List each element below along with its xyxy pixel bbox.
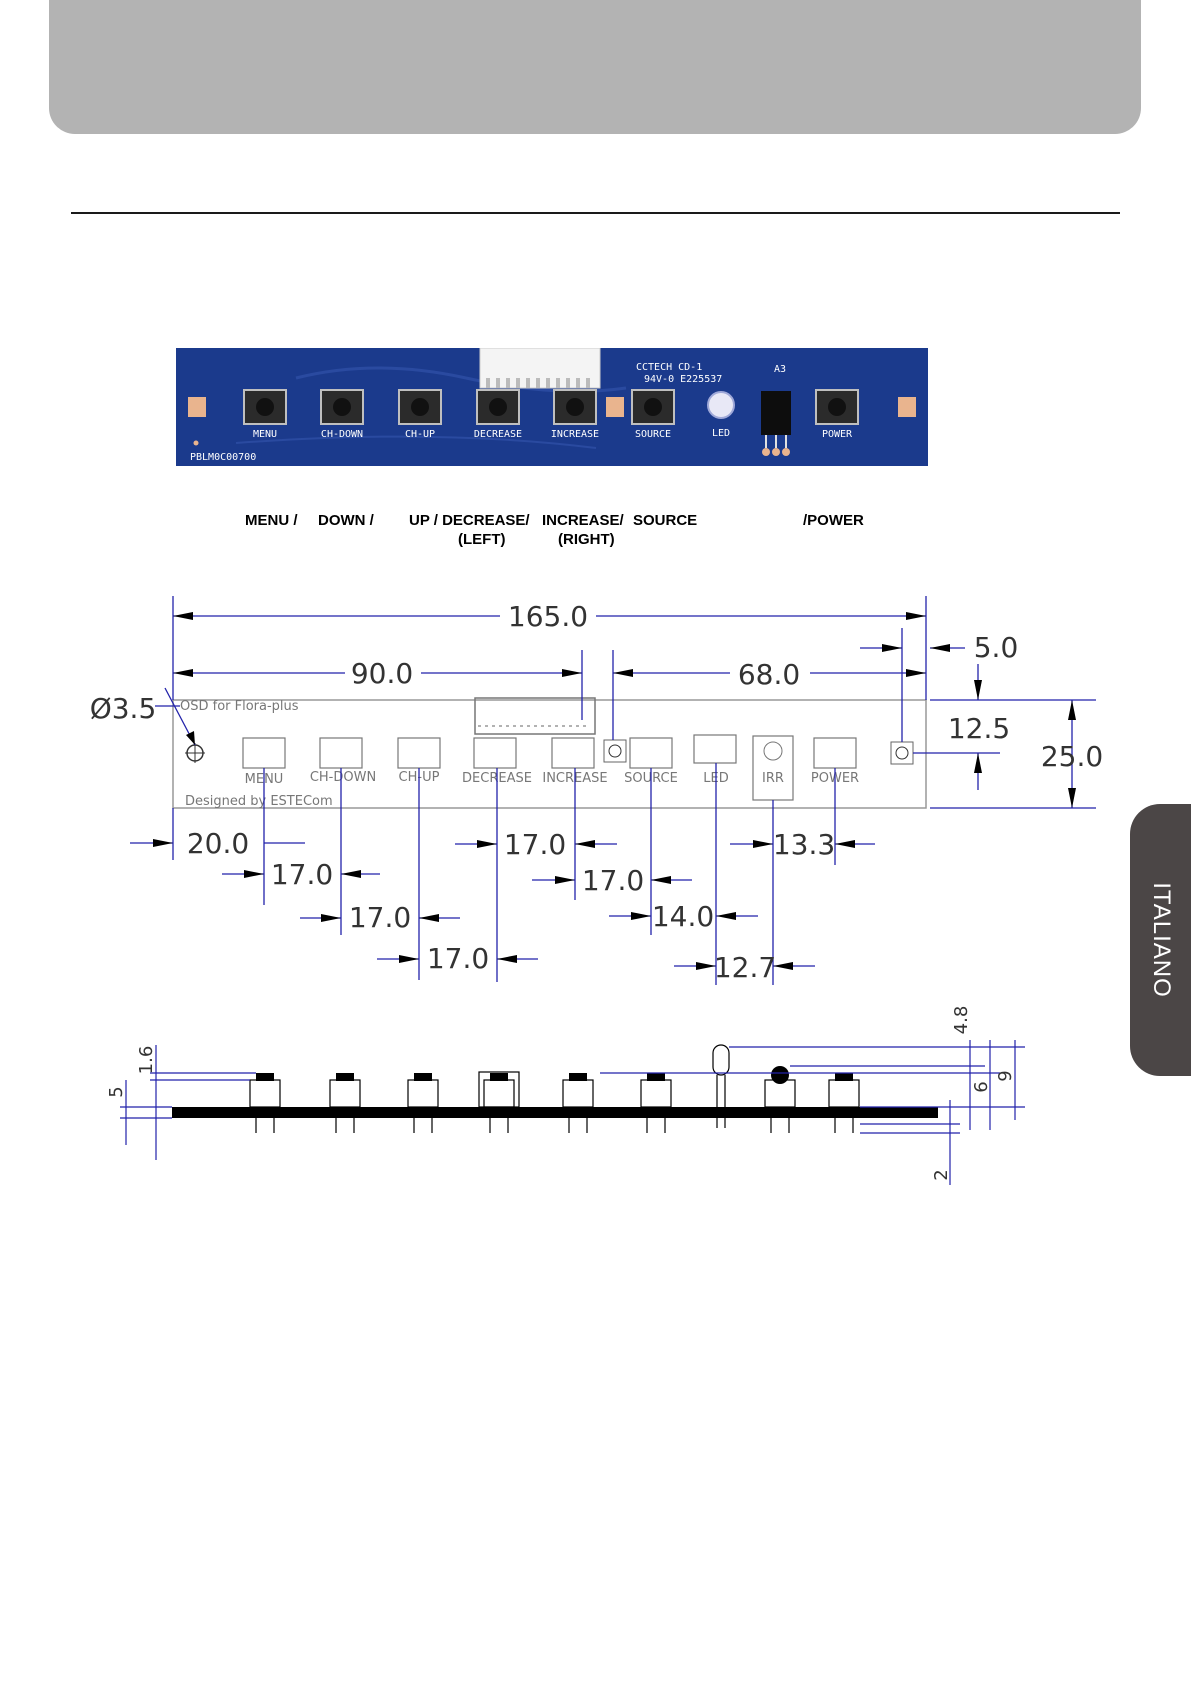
- dim-165: 165.0: [508, 600, 588, 633]
- label-increase: INCREASE/: [542, 512, 624, 529]
- silk-label: CH-DOWN: [310, 770, 376, 785]
- label-power: /POWER: [803, 512, 864, 529]
- silk-label: MENU: [253, 429, 277, 440]
- side-view-drawing: 1.6 5 4.8 6 9 2: [106, 1006, 1025, 1185]
- part-number: PBLM0C00700: [190, 452, 256, 463]
- label-source: SOURCE: [633, 512, 698, 529]
- board-outline: [172, 699, 927, 809]
- mount-pad: [188, 397, 206, 417]
- dim-25: 25.0: [1041, 740, 1103, 773]
- ir-receiver: [761, 391, 791, 435]
- dim-17-e: 17.0: [582, 864, 644, 897]
- language-tab[interactable]: ITALIANO: [1130, 804, 1191, 1076]
- mount-pad: [606, 397, 624, 417]
- silk-label: LED: [712, 428, 730, 439]
- dim-68: 68.0: [738, 658, 800, 691]
- board-text: CCTECH CD-1: [636, 362, 702, 373]
- side-dim-4-8: 4.8: [951, 1006, 972, 1035]
- side-dim-2: 2: [931, 1169, 952, 1180]
- tact-switch: [398, 389, 442, 425]
- label-down: DOWN /: [318, 512, 374, 529]
- dim-12-7: 12.7: [714, 951, 776, 984]
- silk-label: CH-UP: [405, 429, 435, 440]
- board-title: OSD for Flora-plus: [180, 699, 299, 714]
- pcb-side: [172, 1107, 938, 1118]
- pcb-photo: MENU CH-DOWN CH-UP DECREASE INCREASE SOU…: [176, 348, 928, 466]
- language-tab-label: ITALIANO: [1147, 882, 1175, 998]
- dim-5: 5.0: [974, 631, 1019, 664]
- dim-90: 90.0: [351, 657, 413, 690]
- dim-13-3: 13.3: [773, 828, 835, 861]
- dim-17-c: 17.0: [427, 942, 489, 975]
- dim-17-a: 17.0: [271, 858, 333, 891]
- board-text: 94V-0 E225537: [644, 374, 722, 385]
- led: [707, 391, 735, 419]
- label-left: (LEFT): [458, 531, 506, 548]
- dim-20: 20.0: [187, 827, 249, 860]
- dim-12-5: 12.5: [948, 712, 1010, 745]
- label-menu: MENU /: [245, 512, 298, 529]
- dim-14: 14.0: [652, 900, 714, 933]
- dim-17-b: 17.0: [349, 901, 411, 934]
- silk-label: IRR: [762, 771, 784, 786]
- silk-label: SOURCE: [635, 429, 671, 440]
- hole-diameter: Ø3.5: [90, 692, 157, 725]
- silk-label: CH-DOWN: [321, 429, 363, 440]
- header-band: [49, 0, 1141, 134]
- label-right: (RIGHT): [558, 531, 615, 548]
- silk-label: POWER: [822, 429, 853, 440]
- label-up-decrease: UP / DECREASE/: [409, 512, 530, 529]
- mount-pad: [898, 397, 916, 417]
- dim-17-d: 17.0: [504, 828, 566, 861]
- silk-label: DECREASE: [474, 429, 522, 440]
- side-dim-5: 5: [106, 1086, 127, 1097]
- silk-label: INCREASE: [551, 429, 599, 440]
- side-dim-6: 6: [971, 1081, 992, 1092]
- section-rule: [71, 212, 1120, 214]
- side-dim-9: 9: [995, 1070, 1016, 1081]
- board-text: A3: [774, 364, 786, 375]
- side-dim-1-6: 1.6: [136, 1046, 157, 1075]
- designer-note: Designed by ESTECom: [185, 794, 333, 809]
- dimension-drawing: MENU CH-DOWN CH-UP DECREASE INCREASE SOU…: [90, 596, 1103, 985]
